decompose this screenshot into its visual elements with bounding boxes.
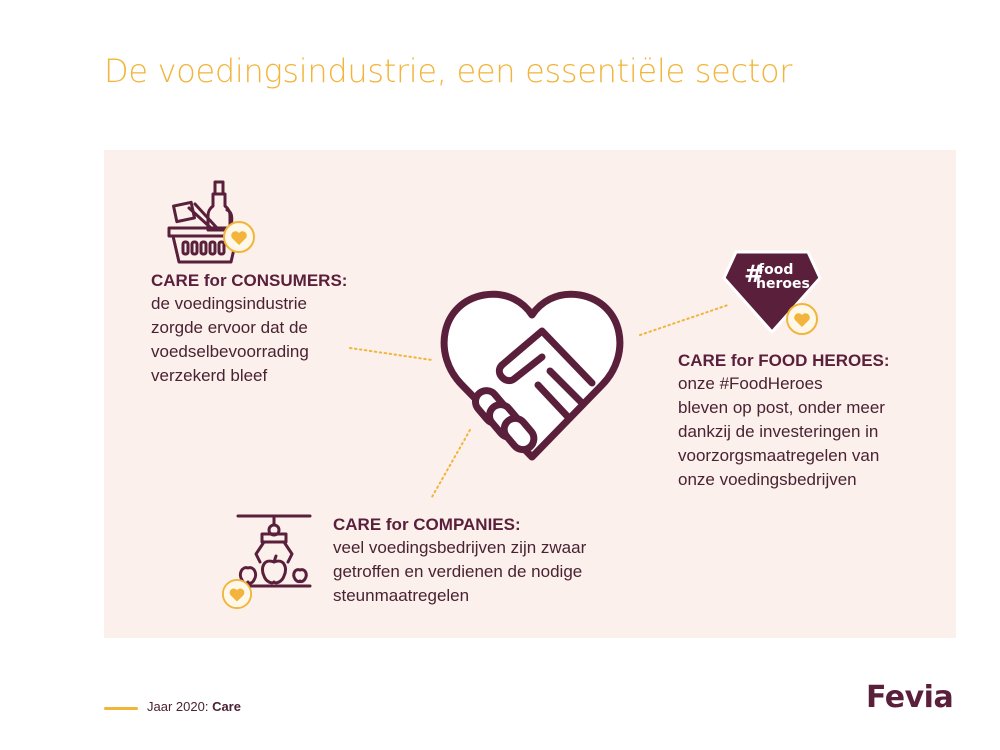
companies-text-line: veel voedingsbedrijven zijn zwaar [333,538,587,557]
consumers-text-line: verzekerd bleef [151,366,268,385]
food-heroes-badge-icon: # food heroes [722,250,822,336]
fevia-logo: Fevia [866,680,954,715]
badge-text-heroes: heroes [756,276,810,292]
heart-handshake-icon [432,285,632,465]
consumers-text-line: voedselbevoorrading [151,342,309,361]
food-heroes-section: CARE for FOOD HEROES: onze #FoodHeroes b… [678,350,890,492]
companies-section: CARE for COMPANIES: veel voedingsbedrijv… [333,514,586,608]
consumers-heading: CARE for CONSUMERS: [151,271,348,290]
footer-topic: Care [212,699,241,714]
food-heroes-heading: CARE for FOOD HEROES: [678,351,890,370]
svg-text:#: # [744,260,764,288]
companies-text-line: steunmaatregelen [333,586,470,605]
heart-badge-icon [221,578,253,610]
footer-accent-bar [104,707,138,710]
consumers-text-line: de voedingsindustrie [151,294,307,313]
consumers-text-line: zorgde ervoor dat de [151,318,308,337]
food-heroes-text-line: voorzorgsmaatregelen van [678,446,880,465]
food-heroes-text-line: bleven op post, onder meer [678,398,885,417]
production-line-icon [234,512,314,596]
heart-badge-icon [785,302,819,336]
footer-label: Jaar 2020: Care [147,699,241,714]
badge-text-food: food [758,262,793,278]
companies-text-line: getroffen en verdienen de nodige [333,562,583,581]
page-title: De voedingsindustrie, een essentiële sec… [104,52,793,90]
food-heroes-text-line: dankzij de investeringen in [678,422,879,441]
food-heroes-text-line: onze #FoodHeroes [678,374,823,393]
companies-heading: CARE for COMPANIES: [333,515,521,534]
heart-badge-icon [222,220,256,254]
consumers-section: CARE for CONSUMERS: de voedingsindustrie… [151,270,347,388]
footer-year: Jaar 2020: [147,699,209,714]
food-heroes-text-line: onze voedingsbedrijven [678,470,857,489]
